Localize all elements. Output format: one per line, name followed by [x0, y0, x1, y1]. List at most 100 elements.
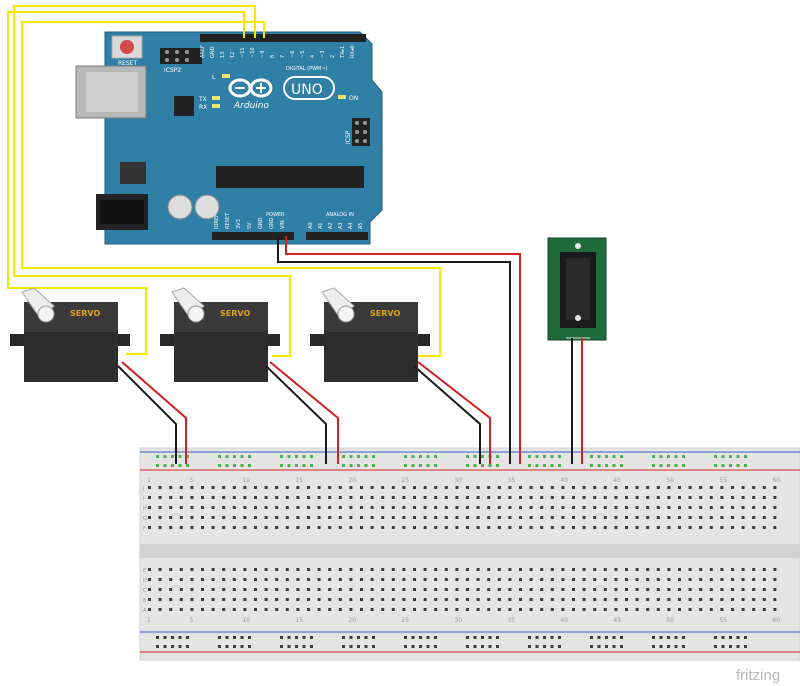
breadboard-hole: [678, 598, 681, 601]
breadboard-hole: [667, 578, 671, 581]
breadboard-hole: [540, 516, 544, 519]
breadboard-hole: [381, 486, 385, 489]
rail-hole: [233, 636, 236, 639]
rail-hole: [426, 464, 430, 467]
breadboard-hole: [561, 516, 565, 519]
breadboard-hole: [317, 506, 321, 509]
breadboard-hole: [169, 578, 173, 581]
breadboard-hole: [667, 588, 671, 591]
breadboard-hole: [476, 608, 480, 611]
rail-hole: [411, 455, 415, 458]
breadboard-hole: [678, 516, 681, 519]
breadboard-hole: [264, 486, 268, 489]
breadboard-hole: [179, 568, 183, 571]
breadboard-hole: [593, 588, 597, 591]
rail-hole: [481, 455, 484, 458]
breadboard-hole: [328, 568, 332, 571]
column-number: 55: [719, 617, 727, 624]
breadboard-hole: [476, 486, 480, 489]
column-number: 15: [295, 477, 303, 484]
breadboard-hole: [243, 568, 247, 571]
rail-hole: [310, 645, 313, 648]
breadboard-hole: [275, 608, 279, 611]
rail-hole: [659, 455, 663, 458]
breadboard-hole: [656, 588, 660, 591]
breadboard-hole: [349, 526, 353, 529]
breadboard-hole: [264, 568, 268, 571]
breadboard-hole: [582, 578, 586, 581]
breadboard-hole: [434, 608, 438, 611]
breadboard-hole: [519, 506, 522, 509]
breadboard-hole: [328, 516, 332, 519]
breadboard-hole: [656, 608, 660, 611]
breadboard-hole: [752, 588, 756, 591]
breadboard-hole: [646, 578, 650, 581]
breadboard-hole: [148, 608, 151, 611]
breadboard-hole: [254, 608, 257, 611]
breadboard-hole: [391, 516, 395, 519]
rail-hole: [714, 645, 717, 648]
breadboard-hole: [572, 526, 575, 529]
rail-hole: [473, 645, 477, 648]
breadboard-hole: [466, 486, 469, 489]
rail-hole: [674, 455, 678, 458]
breadboard-hole: [519, 608, 522, 611]
breadboard-hole: [444, 506, 448, 509]
breadboard-hole: [444, 496, 448, 499]
breadboard-hole: [402, 578, 406, 581]
breadboard-hole: [497, 506, 501, 509]
breadboard-hole: [497, 486, 501, 489]
breadboard-hole: [264, 506, 268, 509]
jack-wires: [571, 338, 583, 464]
breadboard-hole: [296, 516, 300, 519]
breadboard-hole: [317, 516, 321, 519]
breadboard-hole: [222, 568, 226, 571]
breadboard-hole: [773, 598, 777, 601]
breadboard-hole: [582, 496, 586, 499]
rail-hole: [496, 455, 499, 458]
breadboard-hole: [731, 516, 734, 519]
breadboard-hole: [402, 506, 406, 509]
power-pin-label: VIN: [280, 220, 286, 229]
rail-hole: [302, 645, 306, 648]
breadboard-hole: [158, 578, 162, 581]
row-letter: F: [143, 526, 146, 532]
breadboard-hole: [625, 496, 628, 499]
rail-hole: [156, 464, 159, 467]
breadboard-hole: [752, 496, 756, 499]
breadboard-hole: [381, 578, 385, 581]
rail-hole: [667, 645, 670, 648]
breadboard-hole: [201, 598, 204, 601]
breadboard-hole: [688, 578, 692, 581]
breadboard-hole: [381, 598, 385, 601]
breadboard-hole: [413, 516, 416, 519]
breadboard-hole: [720, 568, 724, 571]
breadboard-hole: [455, 506, 459, 509]
icsp2-header: [160, 48, 202, 64]
breadboard-hole: [158, 568, 162, 571]
rail-hole: [620, 636, 623, 639]
row-letter: I: [143, 496, 144, 502]
breadboard-hole: [688, 506, 692, 509]
breadboard-hole: [497, 568, 501, 571]
breadboard-hole: [497, 598, 501, 601]
breadboard-hole: [603, 526, 607, 529]
breadboard-hole: [497, 588, 501, 591]
breadboard-hole: [201, 608, 204, 611]
breadboard-hole: [614, 598, 618, 601]
analog-pin-label: A0: [308, 222, 314, 229]
breadboard-hole: [328, 578, 332, 581]
power-header: [212, 232, 294, 240]
column-number: 60: [772, 617, 780, 624]
row-letter: H: [143, 506, 147, 512]
digital-pin-label: ~9: [260, 51, 266, 58]
breadboard-hole: [741, 496, 745, 499]
servo-2: SERVO: [160, 287, 280, 382]
column-number: 50: [666, 617, 674, 624]
breadboard-hole: [434, 496, 438, 499]
reset-button[interactable]: [120, 40, 134, 54]
breadboard-hole: [508, 578, 512, 581]
breadboard-hole: [635, 578, 639, 581]
breadboard-hole: [561, 608, 565, 611]
breadboard-hole: [741, 568, 745, 571]
